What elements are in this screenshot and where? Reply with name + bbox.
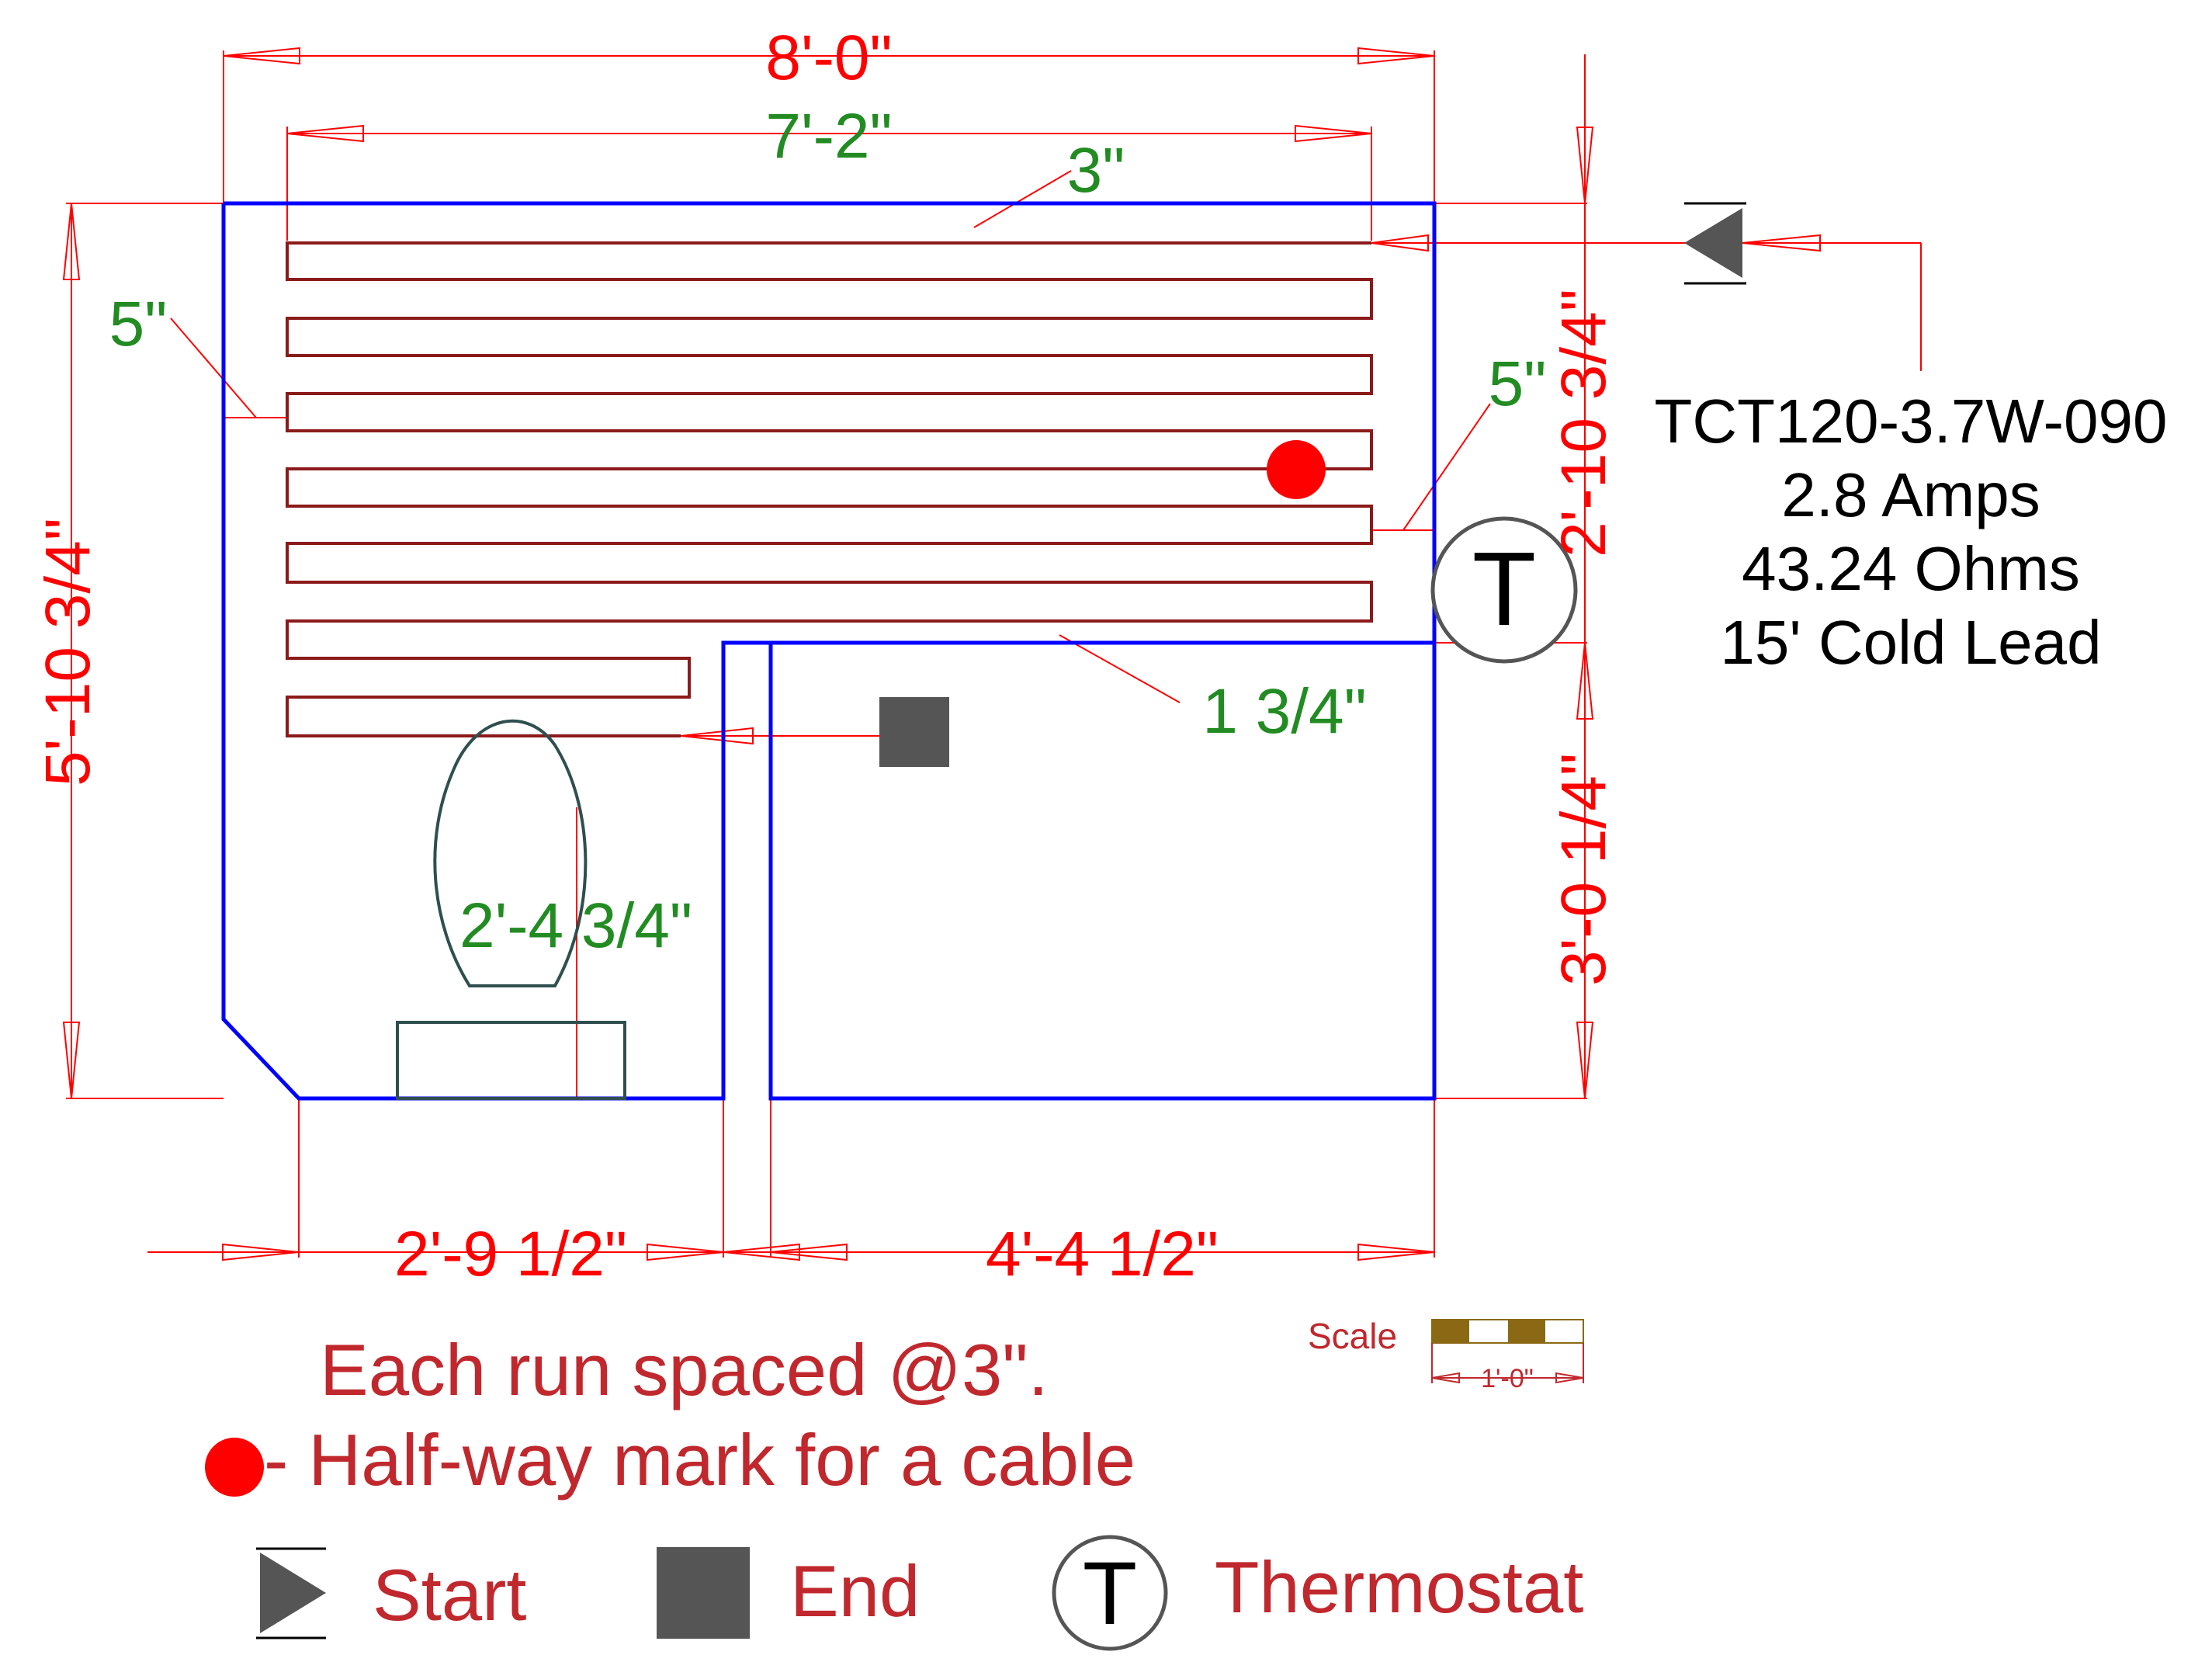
halfway-legend-dot-icon: [205, 1438, 264, 1497]
legend-thermostat-icon: T: [1052, 1535, 1168, 1651]
dim-right-clearance: 5": [1489, 349, 1547, 419]
heating-cable: [286, 241, 1373, 737]
dimension-lines: [62, 47, 1922, 1261]
scale-bar: Scale 1'-0": [1308, 1316, 1584, 1393]
dim-bottom-right-width: 4'-4 1/2": [986, 1219, 1219, 1289]
note-halfway: - Half-way mark for a cable: [264, 1419, 1135, 1501]
dim-loop-width: 7'-2": [765, 101, 892, 172]
thermostat-symbol: T: [1472, 530, 1536, 647]
room-outline: [221, 201, 1437, 1101]
dim-top-clearance: 3": [1067, 135, 1125, 206]
dim-bottom-left-width: 2'-9 1/2": [394, 1219, 627, 1289]
scale-length: 1'-0": [1481, 1364, 1534, 1393]
legend-thermostat-symbol: T: [1083, 1544, 1137, 1643]
legend: Start End T Thermostat: [256, 1535, 1583, 1651]
dim-cutout-gap: 1 3/4": [1202, 676, 1367, 747]
dim-lower-right-height: 3'-0 1/4": [1548, 753, 1619, 986]
spec-model: TCT120-3.7W-090: [1654, 387, 2167, 456]
spec-amps: 2.8 Amps: [1781, 460, 2040, 529]
halfway-dot-icon: [1267, 440, 1326, 499]
scale-label: Scale: [1308, 1316, 1397, 1356]
legend-start-label: Start: [373, 1554, 527, 1636]
legend-end-label: End: [790, 1550, 920, 1632]
dim-overall-height: 5'-10 3/4": [33, 518, 103, 786]
note-spacing: Each run spaced @3".: [320, 1329, 1049, 1410]
cable-specs: TCT120-3.7W-090 2.8 Amps 43.24 Ohms 15' …: [1654, 387, 2167, 677]
toilet-bowl: [433, 719, 588, 987]
dim-toilet-offset: 2'-4 3/4": [459, 890, 692, 961]
end-square-icon: [879, 697, 949, 767]
legend-start-icon: [256, 1547, 326, 1639]
legend-end-icon: [657, 1547, 750, 1639]
spec-cold-lead: 15' Cold Lead: [1720, 608, 2101, 677]
legend-thermostat-label: Thermostat: [1215, 1546, 1583, 1628]
spec-ohms: 43.24 Ohms: [1742, 534, 2080, 603]
thermostat-circle-icon: T: [1430, 516, 1578, 664]
dim-left-clearance: 5": [109, 289, 168, 359]
start-triangle-icon: [1684, 202, 1746, 285]
dim-upper-right-height: 2'-10 3/4": [1548, 289, 1619, 557]
toilet-tank: [396, 1021, 626, 1100]
toilet-fixture: [396, 719, 626, 1100]
dim-overall-width: 8'-0": [765, 23, 892, 93]
